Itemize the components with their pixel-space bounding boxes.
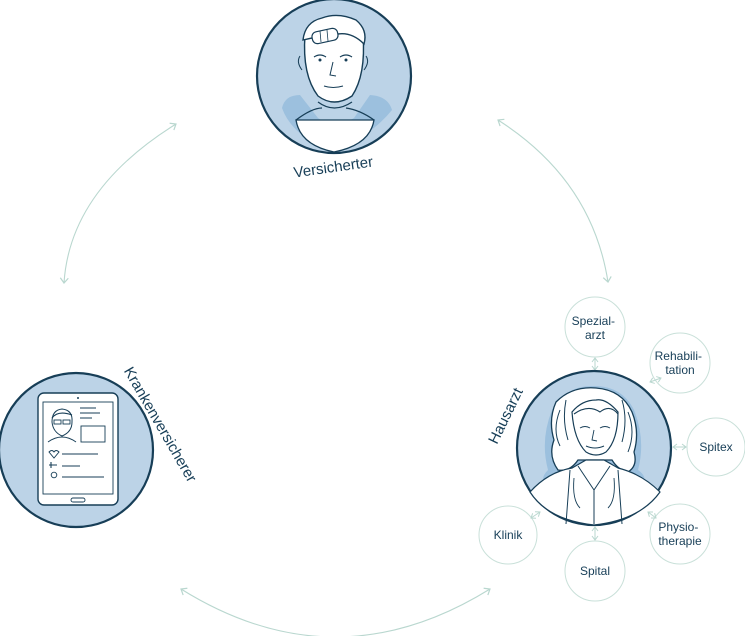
- insured-label: Versicherter: [293, 154, 375, 182]
- provider-spezialarzt: Spezial- arzt: [572, 314, 619, 342]
- provider-connectors: [530, 357, 687, 541]
- female-doctor-icon: [529, 385, 661, 526]
- arrow-insured-gp: [497, 118, 612, 283]
- care-provider-labels: Spezial- arzt Rehabili- tation Spitex Ph…: [494, 314, 733, 578]
- arrow-insured-insurer: [59, 122, 177, 284]
- provider-klinik: Klinik: [494, 528, 524, 542]
- arrow-insurer-gp: [180, 587, 491, 636]
- care-provider-nodes: [478, 296, 745, 602]
- gp-portrait: [515, 369, 673, 527]
- insurer-portrait: [0, 371, 155, 529]
- provider-rehabilitation: Rehabili- tation: [655, 349, 706, 377]
- insured-portrait: [255, 0, 413, 155]
- provider-spitex: Spitex: [699, 440, 732, 454]
- provider-spital: Spital: [580, 564, 610, 578]
- tablet-with-profile-icon: [37, 392, 119, 506]
- provider-physiotherapie: Physio- therapie: [658, 520, 702, 548]
- young-man-with-bandage-icon: [282, 14, 392, 153]
